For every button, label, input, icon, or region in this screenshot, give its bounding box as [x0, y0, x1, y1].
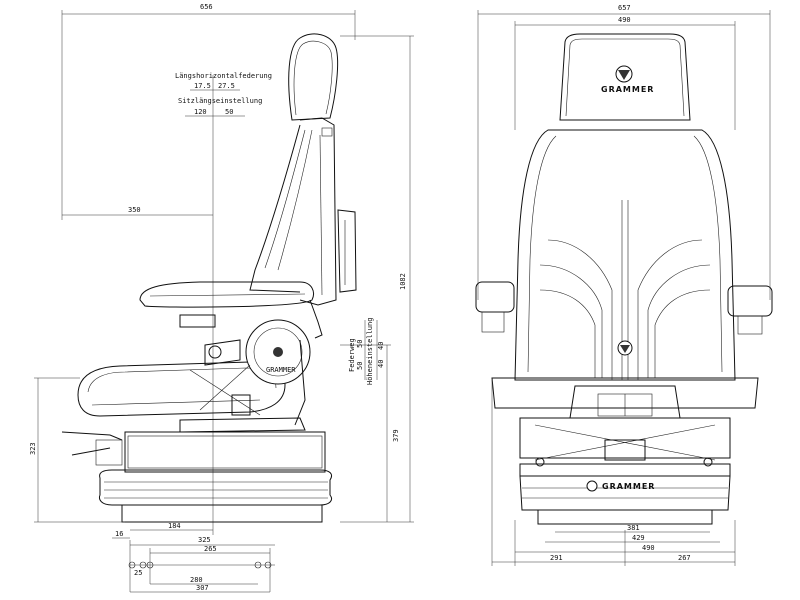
dim-379-label: 379	[392, 429, 400, 442]
front-view: 657 490 GRAMMER	[475, 4, 773, 566]
front-suspension: GRAMMER	[519, 417, 731, 525]
side-armrest	[139, 209, 357, 339]
dim-323-label: 323	[29, 442, 37, 455]
base-brand: GRAMMER	[602, 482, 655, 491]
dim-490-top-label: 490	[618, 16, 631, 24]
front-headrest: GRAMMER	[559, 33, 691, 121]
height-adjust-label: Höheneinstellung	[366, 318, 374, 385]
dim-overall-width: 656	[61, 3, 356, 220]
slide-right-value: 50	[225, 108, 233, 116]
dim-25-label: 25	[134, 569, 142, 577]
seat-slide-label: Sitzlängseinstellung	[178, 97, 262, 105]
dim-307-label: 307	[196, 584, 209, 592]
height-a: 40	[377, 360, 385, 368]
dim-657-label: 657	[618, 4, 631, 12]
dim-291-label: 291	[550, 554, 563, 562]
dim-16-label: 16	[115, 530, 123, 538]
dim-265-label: 265	[204, 545, 217, 553]
front-seat-cushion	[491, 377, 759, 419]
horizontal-suspension-label: Längshorizontalfederung	[175, 72, 272, 80]
spring-travel-label: Federweg	[348, 338, 356, 372]
side-view: 656 1082 Längshorizontalfederung 17.5 27…	[29, 3, 414, 593]
dim-overall-height: 1082	[340, 35, 414, 523]
side-backrest	[249, 33, 339, 306]
front-armrests	[475, 281, 773, 335]
dim-267-label: 267	[678, 554, 691, 562]
side-base	[61, 431, 333, 523]
side-brand: GRAMMER	[266, 366, 296, 374]
dim-656-label: 656	[200, 3, 213, 11]
front-backrest	[514, 129, 736, 381]
slide-left-value: 120	[194, 108, 207, 116]
dim-184-label: 184	[168, 522, 181, 530]
spring-travel-b: 50	[356, 340, 364, 348]
dim-490-bottom-label: 490	[642, 544, 655, 552]
side-suspension: GRAMMER	[179, 319, 311, 433]
bottom-dimensions: 184 16 325 265 25 280 307	[112, 522, 275, 593]
height-b: 40	[377, 342, 385, 350]
spring-travel-a: 50	[356, 362, 364, 370]
horizontal-left-value: 17.5	[194, 82, 211, 90]
horizontal-right-value: 27.5	[218, 82, 235, 90]
dim-280-label: 280	[190, 576, 203, 584]
dim-350-label: 350	[128, 206, 141, 214]
dim-381-label: 381	[627, 524, 640, 532]
front-bottom-dimensions: 381 429 490 291 267	[491, 380, 736, 566]
dim-429-label: 429	[632, 534, 645, 542]
dim-1082-label: 1082	[399, 273, 407, 290]
dim-325-label: 325	[198, 536, 211, 544]
headrest-brand: GRAMMER	[601, 85, 654, 94]
